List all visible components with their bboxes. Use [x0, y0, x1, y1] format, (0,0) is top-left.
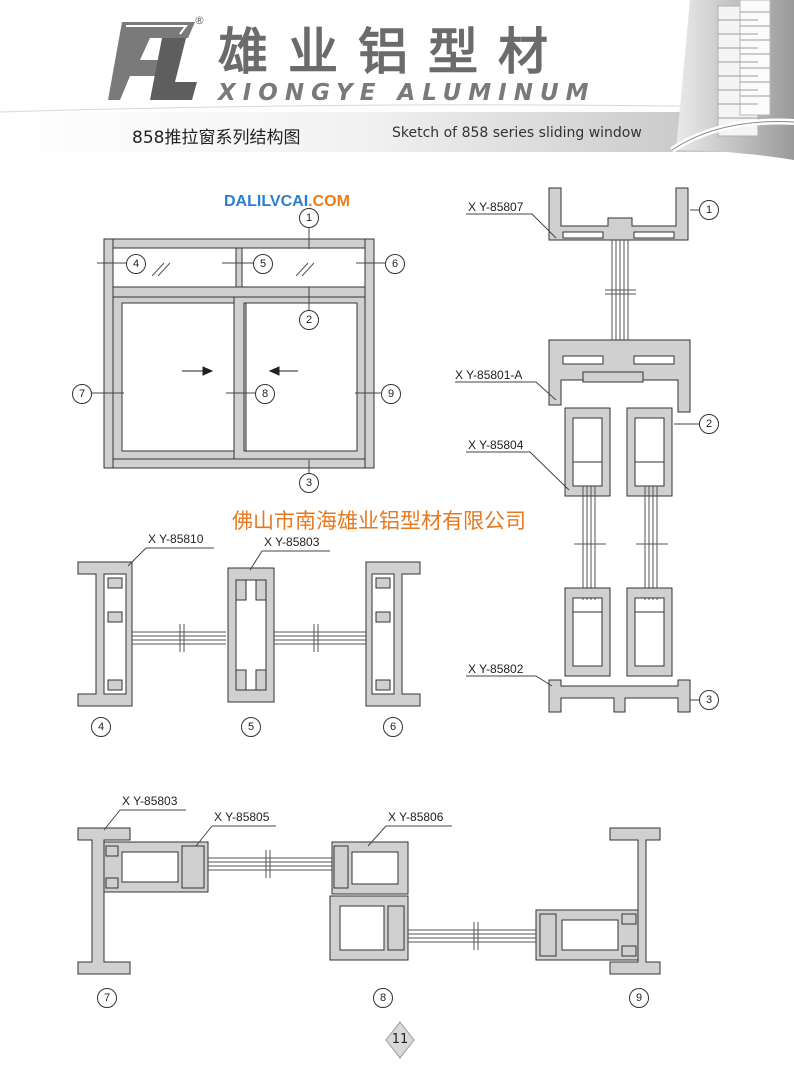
section-marker-7: 7 — [97, 988, 117, 1008]
website-name: DALILVCAI — [224, 193, 309, 210]
horizontal-section-bottom — [77, 809, 661, 975]
company-name: 佛山市南海雄业铝型材有限公司 — [232, 509, 526, 533]
marker-4: 4 — [126, 254, 146, 274]
section-marker-1: 1 — [699, 200, 719, 220]
profile-label-85805: X Y-85805 — [214, 810, 270, 824]
marker-3: 3 — [299, 473, 319, 493]
section-marker-5: 5 — [241, 717, 261, 737]
section-marker-4: 4 — [91, 717, 111, 737]
section-marker-3: 3 — [699, 690, 719, 710]
window-elevation — [90, 226, 385, 474]
section-marker-2: 2 — [699, 414, 719, 434]
vertical-section — [455, 187, 699, 713]
registered-mark: ® — [194, 14, 205, 27]
marker-9: 9 — [381, 384, 401, 404]
profile-label-85806: X Y-85806 — [388, 810, 444, 824]
profile-label-85807: X Y-85807 — [468, 200, 524, 214]
section-marker-6: 6 — [383, 717, 403, 737]
marker-6: 6 — [385, 254, 405, 274]
marker-8: 8 — [255, 384, 275, 404]
website-domain: .COM — [308, 193, 350, 210]
brand-logo — [108, 22, 197, 100]
subtitle-en: Sketch of 858 series sliding window — [392, 125, 642, 141]
brand-name-cn: 雄业铝型材 — [218, 23, 568, 81]
header-background — [0, 0, 794, 160]
page-header: ® 雄业铝型材 XIONGYE ALUMINUM 858推拉窗系列结构图 Ske… — [0, 0, 794, 165]
section-marker-8: 8 — [373, 988, 393, 1008]
profile-label-85803-bottom: X Y-85803 — [122, 794, 178, 808]
section-marker-9: 9 — [629, 988, 649, 1008]
website-link[interactable]: DALILVCAI.COM — [224, 193, 350, 211]
profile-label-85810: X Y-85810 — [148, 532, 204, 546]
marker-5: 5 — [253, 254, 273, 274]
marker-1: 1 — [299, 208, 319, 228]
page-number: 11 — [391, 1032, 409, 1047]
profile-label-85803-top: X Y-85803 — [264, 535, 320, 549]
profile-label-85804: X Y-85804 — [468, 438, 524, 452]
profile-label-85802: X Y-85802 — [468, 662, 524, 676]
marker-2: 2 — [299, 310, 319, 330]
page-number-badge — [385, 1021, 415, 1059]
brand-name-en: XIONGYE ALUMINUM — [218, 80, 596, 106]
horizontal-section-top — [77, 547, 421, 707]
profile-label-85801a: X Y-85801-A — [455, 368, 523, 382]
building-photo — [670, 0, 794, 160]
marker-7: 7 — [72, 384, 92, 404]
subtitle-cn: 858推拉窗系列结构图 — [132, 128, 301, 148]
